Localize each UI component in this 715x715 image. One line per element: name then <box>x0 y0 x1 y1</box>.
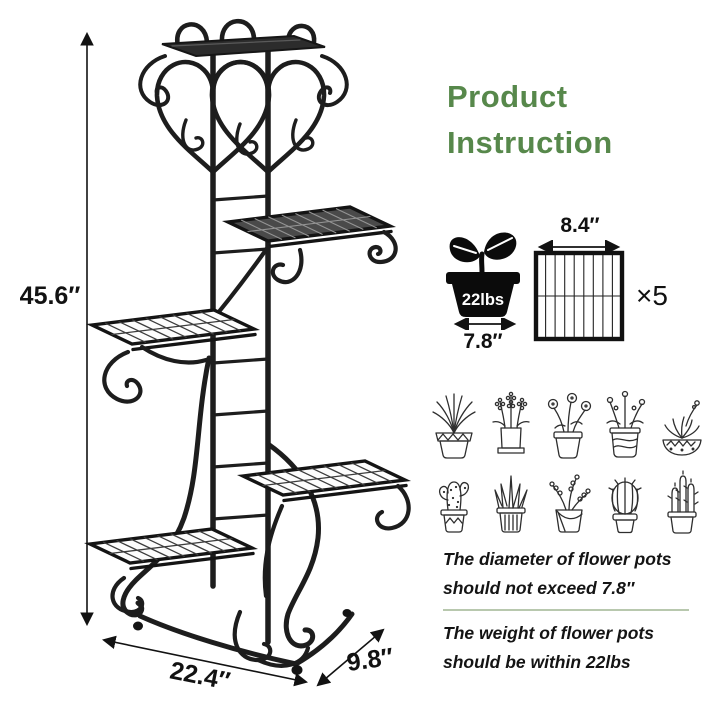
succulent-bowl-icon <box>662 400 702 456</box>
height-dimension-label: 45.6″ <box>20 282 81 310</box>
lavender-pot-icon <box>492 391 530 454</box>
weight-note: The weight of flower pots should be with… <box>443 619 699 677</box>
shelf-grid-2 <box>226 205 393 249</box>
shelf-5-brackets <box>110 575 311 668</box>
page-title: Product Instruction <box>447 74 613 166</box>
plant-stand-illustration: 45.6″ 22.4″ 9.8″ <box>20 18 411 696</box>
weight-note-line1: The weight of flower pots <box>443 623 654 643</box>
heart-scrollwork <box>154 59 327 175</box>
shelf-grid-icon <box>533 240 625 342</box>
weight-note-line2: should be within 22lbs <box>443 652 631 672</box>
poppy-pot-icon <box>547 392 592 459</box>
pot-weight-label: 22lbs <box>461 291 505 309</box>
feet <box>133 609 352 675</box>
pot-diameter-arrow <box>453 318 517 330</box>
shelf-2-brackets <box>200 229 398 334</box>
sprig-bucket-icon <box>549 474 591 533</box>
hanging-curls <box>181 118 315 156</box>
width-dimension-arrow <box>102 635 308 687</box>
page-title-line1: Product <box>447 79 568 114</box>
flower-pot-weight-icon <box>446 232 520 317</box>
column-cactus-pot-icon <box>667 470 699 534</box>
shelf-top <box>161 34 326 58</box>
diameter-note-line1: The diameter of flower pots <box>443 549 672 569</box>
diameter-note: The diameter of flower pots should not e… <box>443 545 699 603</box>
s-scroll-supports <box>120 355 322 649</box>
stand-rungs <box>211 194 270 521</box>
width-dimension-label: 22.4″ <box>168 656 233 695</box>
shelf-count-label: ×5 <box>636 280 668 311</box>
side-curls <box>138 54 349 108</box>
barrel-cactus-pot-icon <box>608 477 642 534</box>
diameter-note-line2: should not exceed 7.8″ <box>443 578 635 598</box>
shelf-3-brackets <box>102 344 209 404</box>
aloe-pot-icon <box>432 393 476 459</box>
depth-dimension-label: 9.8″ <box>345 643 395 677</box>
spiky-succulent-pot-icon <box>494 475 528 533</box>
pot-diameter-label: 7.8″ <box>463 330 503 353</box>
shelf-grid-5 <box>88 527 255 571</box>
shelf-width-label: 8.4″ <box>560 214 600 237</box>
shelf-grid-3 <box>90 308 257 352</box>
page-title-line2: Instruction <box>447 125 613 160</box>
cactus-pot-icon <box>438 481 470 533</box>
stand-drawing <box>88 18 411 675</box>
flower-pot-illustrations <box>427 388 715 536</box>
depth-dimension-arrow <box>316 628 385 687</box>
notes-divider <box>443 609 689 611</box>
shelf-4-brackets <box>262 483 411 599</box>
wildflower-pot-icon <box>606 390 646 458</box>
top-scroll-loops <box>175 18 317 49</box>
